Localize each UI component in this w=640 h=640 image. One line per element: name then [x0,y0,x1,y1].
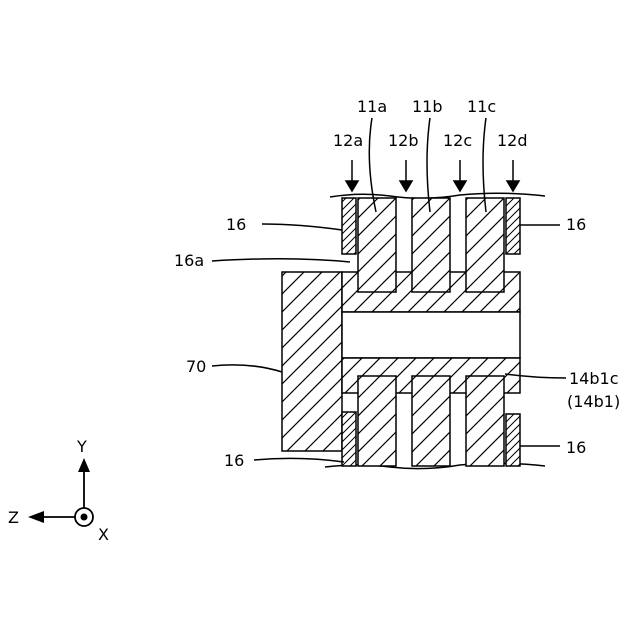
central-channel [342,312,520,358]
label-11b: 11b [412,97,443,116]
axis-label-x: X [98,525,109,544]
label-11c: 11c [467,97,496,116]
label-70: 70 [186,357,206,376]
label-12b: 12b [388,131,419,150]
label-16-bottom-left: 16 [224,451,244,470]
coordinate-axes: Y Z X [8,437,109,544]
fin-11b-upper [412,198,450,292]
label-16a: 16a [174,251,204,270]
label-12d: 12d [497,131,528,150]
member-70 [282,272,342,451]
label-14b1c: 14b1c [569,369,619,388]
label-14b1: (14b1) [567,392,620,411]
label-16-bottom-right: 16 [566,438,586,457]
axis-label-z: Z [8,508,19,527]
y-axis-arrow-icon [78,458,90,472]
wall-16-bottom-left [342,412,356,466]
label-11a: 11a [357,97,387,116]
fin-11a-upper [358,198,396,292]
fin-11c-upper [466,198,504,292]
wall-16-bottom-right [506,414,520,466]
fin-11c-lower [466,376,504,466]
fin-11a-lower [358,376,396,466]
fin-11b-lower [412,376,450,466]
label-16-top-right: 16 [566,215,586,234]
wall-16-top-left [342,198,356,254]
axis-label-y: Y [76,437,87,456]
label-12a: 12a [333,131,363,150]
label-12c: 12c [443,131,472,150]
wall-16-top-right [506,198,520,254]
label-16-top-left: 16 [226,215,246,234]
z-axis-arrow-icon [28,511,44,523]
